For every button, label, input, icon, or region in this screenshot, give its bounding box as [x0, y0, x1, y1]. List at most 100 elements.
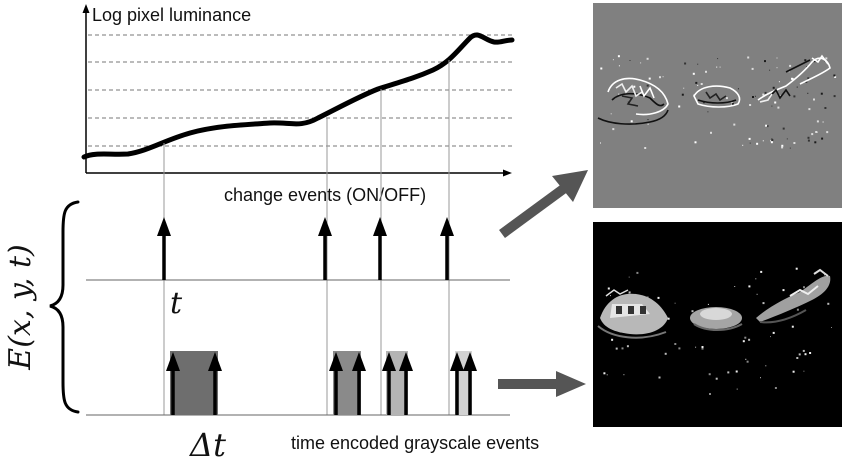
event-pixel	[826, 131, 829, 134]
event-pixel	[684, 62, 687, 65]
event-pixel	[795, 267, 798, 270]
change-event-arrow	[157, 217, 171, 280]
event-pixel	[692, 72, 695, 75]
event-pixel	[802, 349, 805, 352]
event-pixel	[771, 138, 773, 140]
event-pixel	[820, 92, 823, 95]
event-pixel	[776, 67, 778, 69]
event-pixel	[742, 340, 745, 343]
event-pixel	[630, 120, 633, 123]
event-pixel	[727, 371, 730, 374]
event-pixel	[751, 67, 754, 70]
event-pixel	[623, 374, 625, 376]
event-pixel	[803, 370, 805, 372]
event-pixel	[736, 388, 738, 390]
event-pixel	[825, 57, 828, 60]
change-event-arrow	[440, 217, 454, 280]
event-pixel	[611, 338, 614, 341]
event-pixel	[824, 107, 827, 109]
event-pixel	[782, 127, 785, 130]
event-pixel	[822, 121, 824, 123]
event-pixel	[770, 141, 773, 144]
event-pixel	[667, 317, 670, 320]
event-pixel	[796, 357, 799, 359]
event-pixel	[762, 302, 765, 305]
event-pixel	[678, 347, 681, 350]
event-pixel	[803, 286, 805, 289]
event-pixel	[764, 60, 766, 63]
event-pixel	[618, 93, 620, 95]
event-pixel	[774, 101, 777, 104]
event-pixel	[765, 124, 768, 127]
event-pixel	[774, 387, 777, 389]
event-pixel	[762, 93, 765, 96]
event-pixel	[607, 287, 610, 290]
event-pixel	[771, 139, 774, 141]
event-pixel	[793, 142, 796, 144]
event-pixel	[813, 60, 816, 63]
event-pixel	[610, 295, 611, 297]
event-pixel	[816, 131, 818, 133]
event-pixel	[744, 336, 747, 339]
event-pixel	[701, 346, 704, 348]
y-axis-arrowhead	[82, 4, 90, 13]
event-pixel	[610, 113, 612, 115]
event-pixel	[627, 101, 629, 103]
event-pixel	[700, 83, 703, 85]
event-pixel	[628, 276, 630, 278]
arrow-to-bottom-image	[498, 371, 586, 397]
event-pixel	[804, 353, 807, 356]
event-pixel	[694, 141, 697, 144]
event-pixel	[644, 147, 647, 149]
event-pixel	[628, 291, 631, 294]
change-event-arrow	[318, 217, 332, 280]
event-pixel	[811, 133, 814, 136]
grayscale-caption: time encoded grayscale events	[291, 433, 539, 453]
event-pixel	[831, 327, 832, 328]
event-pixel	[796, 308, 799, 311]
event-pixel	[657, 296, 660, 299]
event-pixel	[792, 370, 795, 373]
y-axis-label: Log pixel luminance	[92, 5, 251, 25]
event-pixel	[760, 270, 763, 273]
event-pixel	[766, 125, 769, 128]
event-pixel	[640, 62, 642, 64]
event-pixel	[755, 278, 757, 280]
event-pixel	[674, 302, 676, 304]
plot-gridlines	[88, 34, 512, 147]
event-pixel	[765, 365, 767, 367]
event-pixel	[781, 144, 784, 147]
event-pixel	[697, 84, 699, 86]
event-pixel	[681, 93, 684, 96]
event-pixel	[813, 98, 815, 101]
event-pixel	[816, 120, 819, 123]
event-pixel	[734, 286, 736, 287]
event-pixel	[626, 345, 629, 348]
event-pixel	[804, 59, 807, 62]
event-pixel	[678, 105, 681, 108]
event-pixel	[833, 74, 836, 77]
event-pixel	[752, 96, 754, 98]
event-pixel	[647, 123, 649, 125]
event-pixel	[762, 140, 764, 142]
event-pixel	[705, 70, 707, 73]
grayscale-event-image	[593, 222, 842, 427]
change-event-arrows	[157, 217, 454, 280]
pulse-arrows	[166, 352, 477, 415]
event-pixel	[600, 67, 603, 70]
event-pixel	[709, 393, 711, 395]
event-blob	[693, 85, 741, 108]
event-pixel	[756, 142, 759, 145]
event-pixel	[658, 376, 661, 379]
event-pixel	[778, 81, 780, 83]
event-pixel	[606, 374, 608, 376]
event-pixel	[636, 271, 639, 274]
event-pixel	[748, 285, 751, 288]
event-pixel	[776, 57, 778, 59]
event-pixel	[648, 77, 651, 80]
event-pixel	[600, 142, 601, 144]
event-pixel	[710, 131, 712, 134]
event-pixel	[745, 358, 747, 360]
event-pixel	[697, 63, 699, 65]
